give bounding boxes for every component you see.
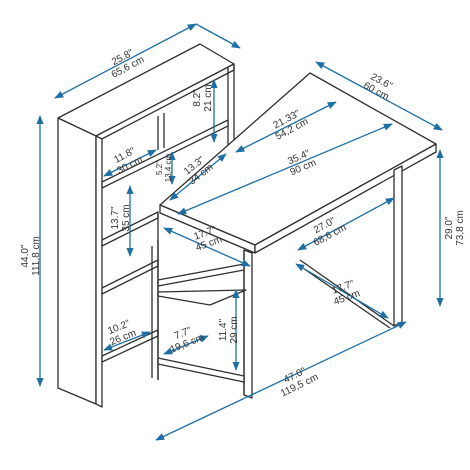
top-shelf-imperial: 8.2" bbox=[192, 89, 203, 107]
bookcase-height-imperial: 44.0" bbox=[20, 244, 31, 267]
dim-bottom-shelf-line bbox=[103, 331, 151, 351]
small-compartment-metric: 13,4 cm bbox=[164, 153, 173, 182]
middle-shelf-metric: 35 cm bbox=[121, 204, 132, 231]
bookcase-front-upright bbox=[95, 135, 103, 408]
shelf-3 bbox=[101, 259, 159, 295]
dim-desk-length-line bbox=[177, 123, 393, 215]
side-shelf-lower bbox=[157, 357, 245, 383]
side-unit-front bbox=[243, 249, 253, 399]
side-shelf-height-imperial: 11.4" bbox=[218, 318, 229, 341]
side-shelf-upper bbox=[157, 263, 245, 287]
dim-desk-front-depth-line bbox=[163, 227, 251, 267]
side-shelf-middle bbox=[157, 289, 247, 306]
dim-desk-depth-line bbox=[315, 61, 443, 131]
middle-shelf-imperial: 13.7" bbox=[110, 206, 121, 229]
desk-right-leg bbox=[393, 165, 403, 327]
dim-leg-clearance-line bbox=[297, 197, 395, 251]
dimension-lines bbox=[36, 23, 444, 441]
bookcase-height-metric: 111,8 cm bbox=[31, 236, 42, 276]
dim-bookcase-depth-line bbox=[54, 23, 197, 99]
bookcase-left-side bbox=[57, 117, 97, 405]
dim-total-width-line bbox=[155, 321, 407, 441]
desk-height-metric: 73,8 cm bbox=[455, 210, 466, 246]
top-shelf-metric: 21 cm bbox=[203, 84, 214, 111]
dim-upper-shelf-line bbox=[103, 149, 157, 177]
desk-height-imperial: 29.0" bbox=[444, 216, 455, 239]
side-shelf-height-metric: 29 cm bbox=[229, 316, 240, 343]
small-compartment-imperial: 5.2" bbox=[155, 161, 164, 175]
dim-leg-depth-line bbox=[295, 263, 389, 319]
